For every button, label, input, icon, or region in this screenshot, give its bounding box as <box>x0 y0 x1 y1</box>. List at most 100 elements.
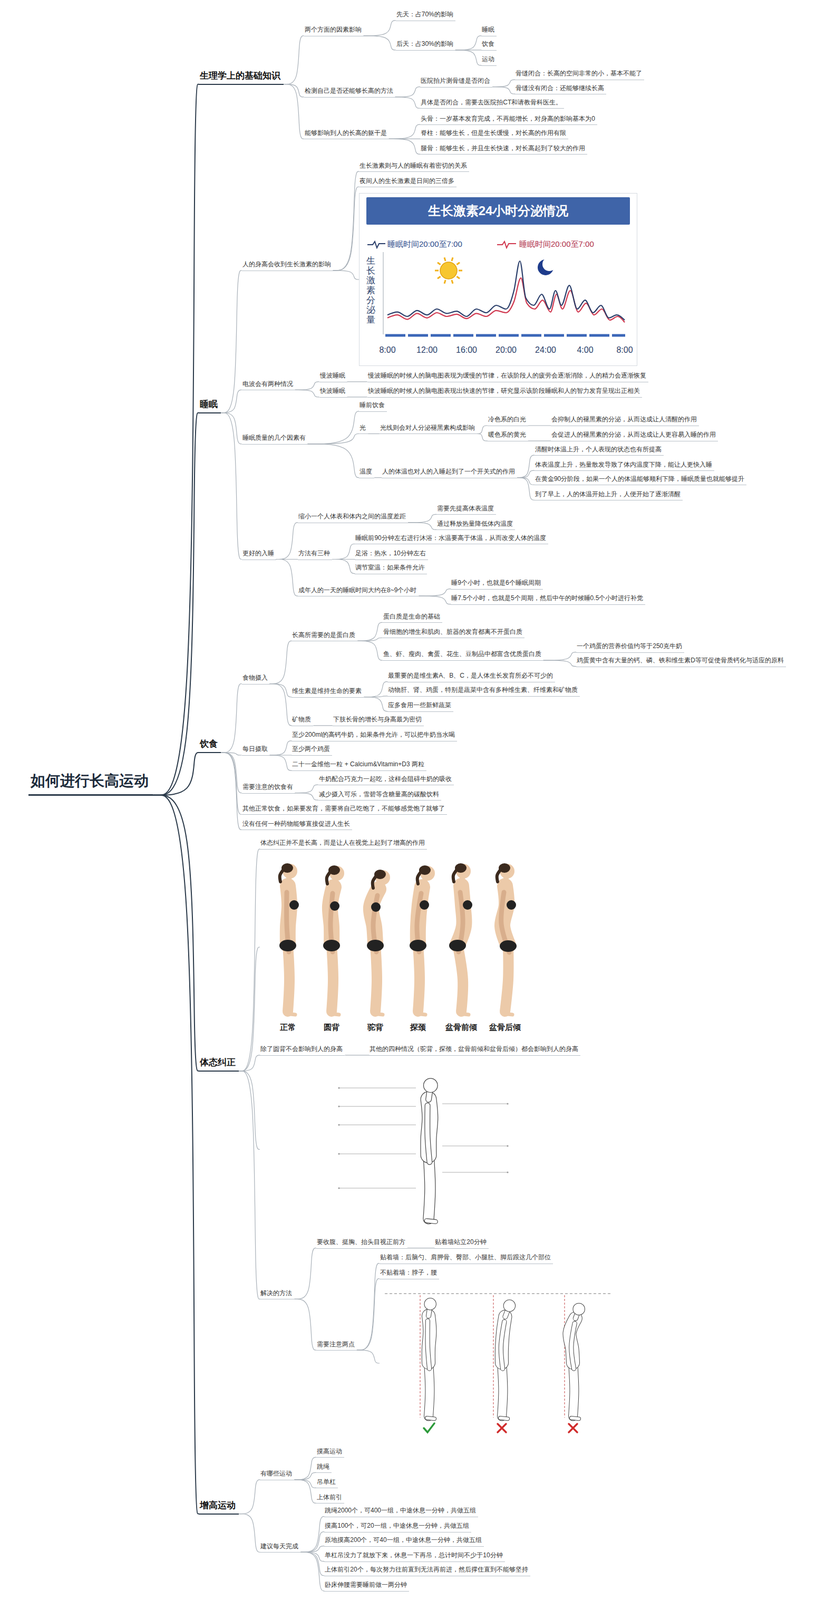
path-shape <box>497 241 517 248</box>
topic-node: 至少两个鸡蛋 <box>291 743 333 756</box>
topic-text: 长高所需要的是蛋白质 <box>292 630 356 640</box>
chart-drawing <box>358 192 638 366</box>
topic-text: 睡眠质量的几个因素有 <box>242 433 306 443</box>
line-shape <box>338 1087 416 1088</box>
topic-node: 蛋白质是生命的基础 <box>382 611 443 624</box>
path-shape <box>426 1417 435 1419</box>
line-shape <box>338 1105 416 1107</box>
ellipse-shape <box>366 939 384 951</box>
posture-drawing <box>259 855 541 1039</box>
topic-text: 至少两个鸡蛋 <box>292 744 330 754</box>
line-shape <box>456 262 460 265</box>
path-shape <box>372 876 376 888</box>
topic-text: 需要注意的饮食有 <box>242 782 294 792</box>
branch-connector <box>295 389 320 397</box>
topic-node: 慢波睡眠的时候人的脑电图表现为缓慢的节律，在该阶段人的疲劳会逐渐消除，人的精力会… <box>367 370 649 383</box>
branch-connector <box>333 171 360 271</box>
path-shape <box>331 944 334 1012</box>
branch-connector <box>395 86 421 97</box>
branch-connector <box>357 637 383 641</box>
circle-shape <box>423 1077 439 1093</box>
topic-node: 应多食用一些新鲜蔬菜 <box>387 700 454 712</box>
branch-connector <box>220 389 242 413</box>
topic-text: 足浴：热水，10分钟左右 <box>355 549 426 558</box>
path-shape <box>387 277 625 323</box>
branch-connector <box>283 84 304 140</box>
topic-text: 骨细胞的增生和肌肉、脏器的发育都离不开蛋白质 <box>383 627 523 637</box>
topic-text: 二十一金维他一粒 + Calcium&Vitamin+D3 两粒 <box>292 760 425 769</box>
line-shape <box>444 257 446 261</box>
circle-shape <box>542 257 557 271</box>
path-shape <box>387 260 625 320</box>
body-figure <box>366 869 391 1015</box>
topic-node: 体态纠正并不是长高，而是让人在视觉上起到了增高的作用 <box>259 837 427 850</box>
topic-node: 会抑制人的褪黑素的分泌，从而达成让人清醒的作用 <box>550 414 699 426</box>
line-shape <box>564 1294 566 1417</box>
posture-caption: 盆骨前倾 <box>445 1022 478 1033</box>
topic-node: 睡眠 <box>481 24 497 37</box>
branch-connector <box>347 381 368 382</box>
topic-node: 骨缝没有闭合：还能够继续长高 <box>515 83 607 95</box>
main-topic: 增高运动 <box>198 1497 239 1514</box>
topic-text: 体表温度上升，热量散发导致了体内温度下降，能让人更快入睡 <box>535 460 713 470</box>
topic-text: 跳绳 <box>316 1462 330 1471</box>
branch-connector <box>477 425 488 434</box>
path-shape <box>287 944 290 1012</box>
topic-text: 骨缝闭合：长高的空间非常的小，基本不能了 <box>515 69 643 79</box>
branch-connector <box>307 433 360 444</box>
topic-text: 睡前饮食 <box>359 401 385 410</box>
path-shape <box>497 869 501 882</box>
line-shape <box>338 1124 416 1125</box>
path-shape <box>418 944 420 1012</box>
path-shape <box>423 1422 435 1432</box>
ellipse-shape <box>419 899 430 910</box>
topic-text: 睡眠 <box>199 398 218 411</box>
topic-text: 建议每天完成 <box>260 1541 299 1551</box>
topic-text: 其他正常饮食，如果要发育，需要将自己吃饱了，不能够感觉饱了就够了 <box>242 804 445 813</box>
topic-text: 除了圆背不会影响到人的身高 <box>260 1044 343 1054</box>
posture-caption: 圆背 <box>323 1022 340 1033</box>
line-shape <box>451 279 453 284</box>
topic-node: 运动 <box>481 54 497 66</box>
branch-connector <box>528 440 551 441</box>
topic-text: 调节室温：如果条件允许 <box>355 563 425 572</box>
path-shape <box>415 1013 426 1015</box>
topic-node: 到了早上，人的体温开始上升，人便开始了逐渐清醒 <box>534 489 683 501</box>
branch-connector <box>418 588 451 597</box>
line-shape <box>493 1294 494 1417</box>
line-shape <box>442 1145 508 1146</box>
circle-shape <box>337 1152 340 1154</box>
branch-connector <box>389 124 421 139</box>
ellipse-shape <box>409 939 427 951</box>
branch-connector <box>332 543 355 559</box>
branch-connector <box>408 522 437 530</box>
topic-node: 睡眠前90分钟左右进行沐浴：水温要高于体温，从而改变人体的温度 <box>354 532 548 545</box>
topic-node: 减少摄入可乐，雪碧等含糖量高的碳酸饮料 <box>318 789 442 801</box>
topic-text: 饮食 <box>199 737 218 750</box>
topic-node: 跳绳 <box>316 1461 332 1473</box>
ellipse-shape <box>449 939 466 951</box>
branch-connector <box>238 1054 260 1071</box>
topic-node: 上体前引20个，每次努力往前直到无法再前进，然后撑住直到不能够坚持 <box>324 1564 530 1576</box>
topic-node: 快波睡眠的时候人的脑电图表现出快速的节律，研究显示该阶段睡眠和人的智力发育呈现出… <box>367 385 643 398</box>
path-shape <box>457 944 463 1012</box>
line-shape <box>385 334 626 337</box>
branch-connector <box>332 559 355 574</box>
branch-connector <box>367 433 380 434</box>
branch-connector <box>220 752 242 755</box>
branch-connector <box>295 381 320 390</box>
circle-shape <box>503 1299 516 1311</box>
topic-node: 在黄金90分阶段，如果一个人的体温能够顺利下降，睡眠质量也就能够提升 <box>534 473 747 486</box>
topic-text: 能够影响到人的长高的躯干是 <box>304 129 387 138</box>
path-shape <box>279 869 284 882</box>
topic-node: 人的体温也对人的入睡起到了一个开关式的作用 <box>381 466 518 479</box>
branch-connector <box>238 848 260 1071</box>
topic-node: 生长激素则与人的睡眠有着密切的关系 <box>358 160 470 173</box>
ellipse-shape <box>323 939 340 951</box>
topic-node: 腿骨：能够生长，并且生长快速，对长高起到了较大的作用 <box>420 143 588 155</box>
topic-node: 摸高100个，可20一组，中途休息一分钟，共做五组 <box>324 1520 471 1532</box>
ellipse-shape <box>289 899 299 910</box>
branch-connector <box>307 443 360 478</box>
branch-connector <box>269 754 293 771</box>
branch-connector <box>389 138 421 154</box>
